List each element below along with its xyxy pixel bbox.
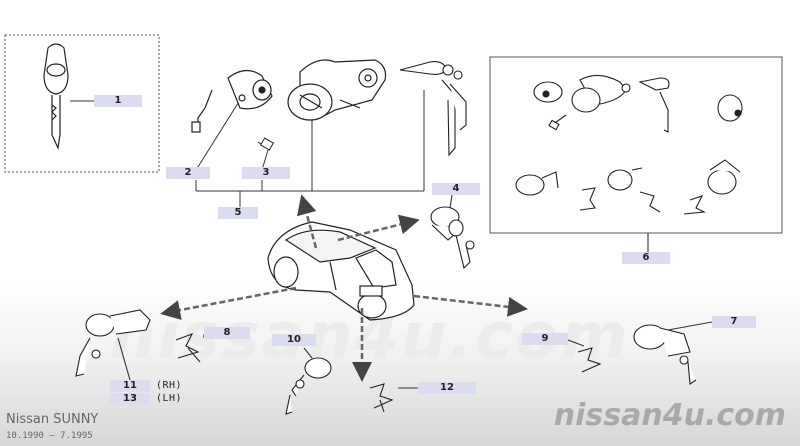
lock-set-parts-drawing [515, 74, 743, 252]
side-label-lh: (LH) [156, 393, 183, 404]
callout-3: 3 [242, 167, 290, 179]
callout-8: 8 [204, 327, 250, 339]
explosion-arrows [160, 194, 528, 382]
callout-2: 2 [166, 167, 210, 179]
watermark-corner: nissan4u.com [553, 398, 786, 433]
production-dates: 10.1990 — 7.1995 [6, 431, 93, 441]
side-label-rh: (RH) [156, 380, 183, 391]
callout-11: 11 [110, 380, 150, 392]
callout-12: 12 [418, 382, 476, 394]
steering-lock-drawing [287, 59, 387, 121]
ignition-group-bracket [195, 90, 425, 207]
key-frame-box [4, 34, 160, 173]
callout-9: 9 [522, 333, 568, 345]
door-cylinder-11-13-drawing [75, 309, 151, 381]
ignition-cylinder-drawing [191, 69, 273, 133]
bracket-12-drawing [369, 383, 418, 413]
door-cylinder-10-drawing [285, 347, 332, 415]
key-blank-drawing [43, 43, 69, 151]
door-cylinder-7-drawing [633, 321, 713, 385]
callout-4: 4 [432, 183, 480, 195]
callout-7: 7 [712, 316, 756, 328]
master-keys-drawing [399, 61, 467, 157]
callout-5: 5 [218, 207, 258, 219]
callout-6: 6 [622, 252, 670, 264]
door-cylinder-4-drawing [430, 194, 475, 270]
bracket-8-drawing [175, 332, 205, 363]
callout-10: 10 [272, 334, 316, 346]
bracket-9-drawing [567, 339, 602, 373]
callout-13: 13 [110, 393, 150, 405]
lock-set-frame-box [489, 56, 783, 234]
model-name: Nissan SUNNY [6, 412, 99, 427]
callout-1: 1 [94, 95, 142, 107]
car-body-drawing [267, 221, 415, 321]
screw-drawing [257, 137, 275, 151]
